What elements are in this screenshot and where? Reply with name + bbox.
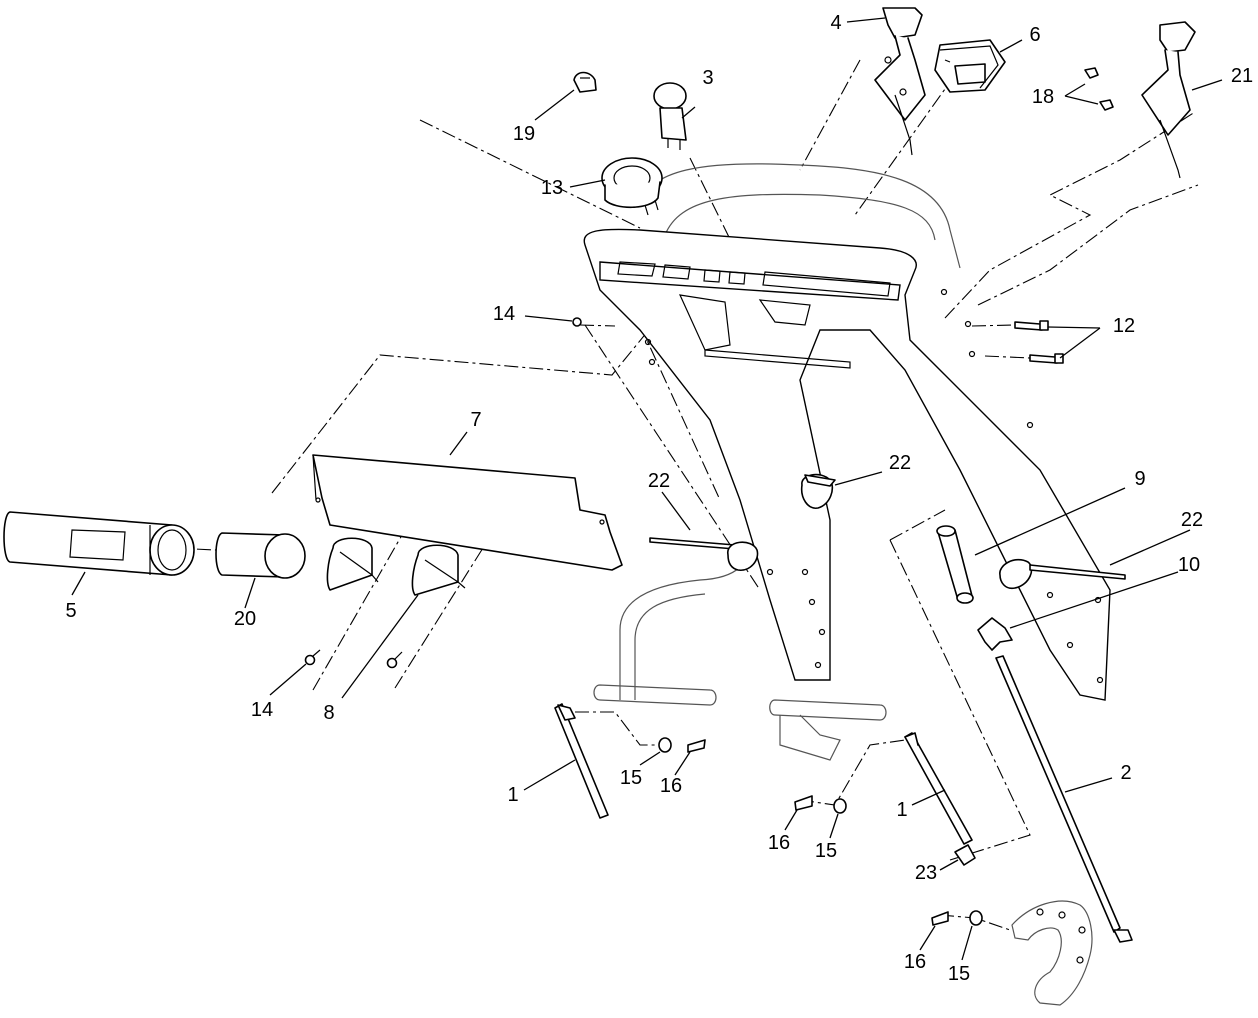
part-16-pins xyxy=(687,739,949,926)
part-14-screws xyxy=(304,317,582,669)
callout-8: 8 xyxy=(323,702,334,724)
callout-16-b: 16 xyxy=(768,832,790,854)
part-23-clip xyxy=(954,844,976,866)
part-1-links xyxy=(554,703,973,845)
callout-22-left: 22 xyxy=(648,470,670,492)
callout-14-bottom: 14 xyxy=(251,699,273,721)
callout-13: 13 xyxy=(541,177,563,199)
callout-16-a: 16 xyxy=(660,775,682,797)
callout-21: 21 xyxy=(1231,65,1253,87)
handle-frame xyxy=(583,163,1111,701)
callout-14-top: 14 xyxy=(493,303,515,325)
callout-15-a: 15 xyxy=(620,767,642,789)
part-13-ignition-switch xyxy=(601,157,663,216)
callout-7: 7 xyxy=(470,409,481,431)
callout-23: 23 xyxy=(915,862,937,884)
callout-15-c: 15 xyxy=(948,963,970,985)
callout-19: 19 xyxy=(513,123,535,145)
callout-6: 6 xyxy=(1029,24,1040,46)
part-21-choke-lever xyxy=(1141,21,1196,179)
callout-2: 2 xyxy=(1120,762,1131,784)
part-12-bolts xyxy=(1014,320,1064,364)
callout-labels: 1 1 2 3 4 5 6 7 8 9 10 12 13 14 14 15 15… xyxy=(65,12,1253,985)
part-19-knob xyxy=(573,71,597,93)
callout-5: 5 xyxy=(65,600,76,622)
part-2-rod xyxy=(995,655,1133,943)
callout-22-right: 22 xyxy=(1181,509,1203,531)
callout-3: 3 xyxy=(702,67,713,89)
callout-18: 18 xyxy=(1032,86,1054,108)
lower-bracket xyxy=(1011,900,1093,1006)
callout-20: 20 xyxy=(234,608,256,630)
callout-22-middle: 22 xyxy=(889,452,911,474)
part-3-push-switch xyxy=(653,82,687,150)
callout-1-left: 1 xyxy=(507,784,518,806)
callout-15-b: 15 xyxy=(815,840,837,862)
callout-12: 12 xyxy=(1113,315,1135,337)
part-15-washers xyxy=(658,737,983,926)
part-7-shield-plate xyxy=(312,454,623,571)
part-18-nuts xyxy=(1084,67,1114,111)
callout-1-right: 1 xyxy=(896,799,907,821)
part-4-throttle-lever xyxy=(874,7,926,156)
part-20-sleeve xyxy=(215,532,306,579)
callout-9: 9 xyxy=(1134,468,1145,490)
bail-assembly xyxy=(593,544,887,761)
part-9-roller xyxy=(936,525,974,604)
callout-16-c: 16 xyxy=(904,951,926,973)
callout-10: 10 xyxy=(1178,554,1200,576)
leader-lines xyxy=(71,17,1223,961)
part-5-tube xyxy=(3,511,195,576)
part-8-clamps xyxy=(326,537,466,596)
part-10-wing-nut xyxy=(977,617,1013,651)
callout-4: 4 xyxy=(830,12,841,34)
part-22-cable-ties xyxy=(649,473,1126,590)
part-6-housing xyxy=(934,39,1006,93)
